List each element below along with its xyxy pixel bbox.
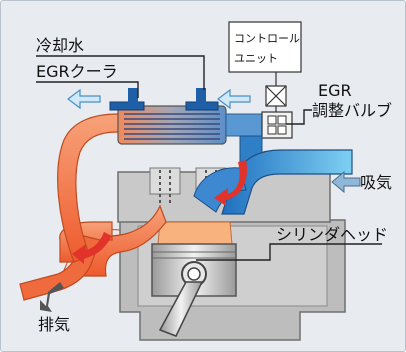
connecting-rod xyxy=(158,281,204,337)
exhaust-flow-arrow xyxy=(72,232,112,264)
label-control-unit-2: ユニット xyxy=(234,52,278,65)
label-coolant: 冷却水 xyxy=(36,36,84,55)
label-egr-valve-2: 調整バルブ xyxy=(312,101,392,120)
leader-cylinder-head xyxy=(196,243,382,261)
label-egr-valve-1: EGR xyxy=(318,81,352,100)
egr-cool-pipe xyxy=(225,113,263,137)
coolant-port-left xyxy=(109,101,145,111)
label-control-unit-1: コントロール xyxy=(234,32,300,45)
coolant-line-left xyxy=(128,88,138,106)
control-unit-box xyxy=(228,21,302,73)
intake-manifold xyxy=(221,149,353,215)
label-intake: 吸気 xyxy=(360,173,392,192)
egr-valve xyxy=(261,111,293,139)
leader-coolant xyxy=(36,55,205,90)
leader-egr-valve xyxy=(286,109,312,125)
valve-actuator xyxy=(265,70,287,112)
combustion-chamber xyxy=(157,221,233,245)
coolant-out-arrow xyxy=(67,88,101,110)
label-exhaust: 排気 xyxy=(38,315,70,334)
label-cylinder-head: シリンダヘッド xyxy=(276,225,388,244)
intake-arrow xyxy=(331,170,361,194)
leader-egr-cooler xyxy=(36,81,139,98)
egr-flow-arrow-intake xyxy=(214,160,248,206)
coolant-in-arrow xyxy=(217,88,251,110)
egr-cooler xyxy=(117,105,227,145)
exhaust-out-arrow xyxy=(40,282,64,312)
label-egr-cooler: EGRクーラ xyxy=(36,62,118,81)
coolant-line-right xyxy=(196,88,206,106)
intake-port xyxy=(193,167,247,213)
